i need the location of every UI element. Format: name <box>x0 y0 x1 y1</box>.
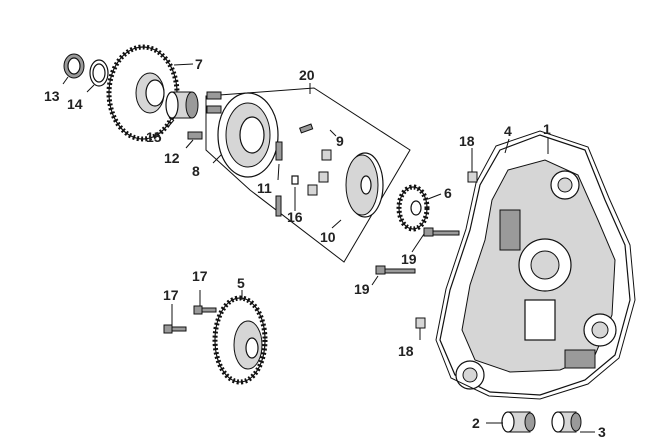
callout-15: 15 <box>146 129 162 145</box>
rollers <box>307 149 332 196</box>
assembly-20-bracket <box>205 87 411 263</box>
spring-16 <box>275 175 299 217</box>
callout-17a: 17 <box>192 268 208 284</box>
callout-6: 6 <box>444 185 452 201</box>
callout-10: 10 <box>320 229 336 245</box>
bolts-17 <box>163 305 217 334</box>
callout-19b: 19 <box>354 281 370 297</box>
bolts-12 <box>187 91 222 140</box>
callout-12: 12 <box>164 150 180 166</box>
crankcase-1 <box>439 134 631 396</box>
needle-bearing-15 <box>165 91 199 119</box>
plunger-11 <box>275 141 283 161</box>
callout-20: 20 <box>299 67 315 83</box>
starter-driven-gear-7 <box>106 44 180 142</box>
callout-16: 16 <box>287 209 303 225</box>
starter-clutch-8 <box>217 92 279 178</box>
bushing-2 <box>501 411 536 433</box>
callout-7: 7 <box>195 56 203 72</box>
oil-seal-13 <box>63 53 85 79</box>
callout-11: 11 <box>257 180 272 196</box>
callout-18a: 18 <box>459 133 475 149</box>
callout-9: 9 <box>336 133 344 149</box>
bolts-19 <box>375 227 460 275</box>
callout-1: 1 <box>543 121 551 137</box>
bushing-3 <box>551 411 582 433</box>
callout-18b: 18 <box>398 343 414 359</box>
callout-17b: 17 <box>163 287 179 303</box>
idle-gear-6 <box>396 184 430 232</box>
callout-8: 8 <box>192 163 200 179</box>
leader-lines <box>62 63 595 433</box>
callout-5: 5 <box>237 275 245 291</box>
callout-13: 13 <box>44 88 60 104</box>
callout-3: 3 <box>598 424 606 440</box>
gasket-4 <box>435 130 636 400</box>
thrust-washer-10 <box>345 152 384 218</box>
oil-pump-gear-5 <box>212 295 268 385</box>
spring-9 <box>299 123 314 134</box>
callout-14: 14 <box>67 96 83 112</box>
callout-19a: 19 <box>401 251 417 267</box>
callout-4: 4 <box>504 123 512 139</box>
washer-14 <box>89 59 109 87</box>
callout-2: 2 <box>472 415 480 431</box>
callout-labels: 1 2 3 4 5 6 7 8 9 10 11 12 13 14 15 16 1… <box>44 56 606 440</box>
